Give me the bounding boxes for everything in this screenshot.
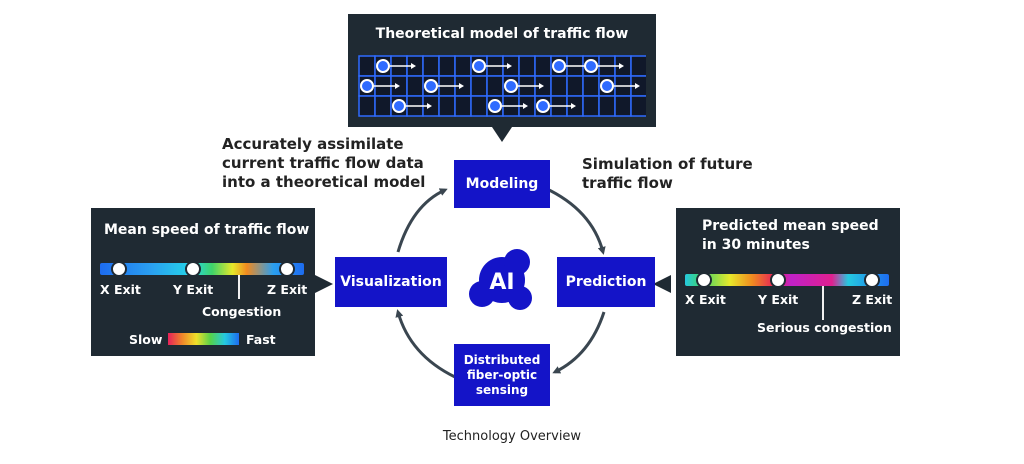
serious-congestion-pointer: [822, 286, 824, 320]
vehicle-dot: [552, 59, 566, 73]
mean-speed-panel: Mean speed of traffic flow X Exit Y Exit…: [91, 208, 315, 356]
assimilate-caption: Accurately assimilate current traffic fl…: [222, 135, 442, 192]
grid-cell: [518, 55, 536, 77]
x-exit-label: X Exit: [100, 282, 141, 297]
traffic-model-panel: Theoretical model of traffic flow: [348, 14, 656, 127]
arrow-prediction-to-sensing: [552, 311, 606, 374]
footer-caption: Technology Overview: [442, 429, 582, 444]
traffic-model-title: Theoretical model of traffic flow: [375, 26, 629, 42]
z-exit-label: Z Exit: [852, 292, 893, 307]
predicted-speed-bar: [685, 274, 889, 286]
vehicle-arrowhead: [571, 103, 576, 109]
grid-cell: [470, 95, 488, 117]
y-exit-label: Y Exit: [758, 292, 799, 307]
vehicle-dot: [488, 99, 502, 113]
grid-cell: [454, 55, 472, 77]
vehicle-arrowhead: [507, 63, 512, 69]
y-exit-label: Y Exit: [173, 282, 214, 297]
grid-cell: [534, 55, 552, 77]
simulation-line-2: traffic flow: [582, 174, 673, 192]
prediction-node: Prediction: [557, 257, 655, 307]
sensing-line-1: Distributed: [463, 352, 541, 367]
grid-cell: [422, 55, 440, 77]
predicted-title-line-1: Predicted mean speed: [702, 218, 879, 234]
grid-cell: [438, 55, 456, 77]
mean-speed-title: Mean speed of traffic flow: [104, 222, 310, 238]
arrow-visualization-to-modeling: [396, 188, 448, 253]
vehicle-dot: [424, 79, 438, 93]
predicted-speed-panel: Predicted mean speed in 30 minutes X Exi…: [676, 208, 900, 356]
right-panel-pointer: [653, 275, 671, 293]
legend-fast-label: Fast: [246, 332, 276, 347]
serious-congestion-label: Serious congestion: [757, 320, 892, 335]
ai-blob-icon: [469, 249, 532, 310]
grid-cell: [614, 95, 632, 117]
grid-cell: [358, 55, 376, 77]
top-panel-pointer: [492, 127, 512, 142]
x-exit-marker: [696, 272, 712, 288]
grid-cell: [630, 55, 646, 77]
left-panel-pointer: [315, 275, 333, 293]
assimilate-line-3: into a theoretical model: [222, 173, 426, 191]
grid-cell: [486, 75, 504, 97]
legend-slow-label: Slow: [129, 332, 163, 347]
vehicle-arrowhead: [459, 83, 464, 89]
traffic-grid: [358, 55, 646, 117]
z-exit-marker: [864, 272, 880, 288]
vehicle-dot: [472, 59, 486, 73]
vehicle-arrowhead: [619, 63, 624, 69]
vehicle-arrowhead: [539, 83, 544, 89]
vehicle-arrowhead: [427, 103, 432, 109]
z-exit-label: Z Exit: [267, 282, 308, 297]
simulation-caption: Simulation of future traffic flow: [582, 155, 782, 193]
assimilate-line-1: Accurately assimilate: [222, 135, 404, 153]
grid-cell: [582, 95, 600, 117]
modeling-node: Modeling: [454, 160, 550, 208]
grid-cell: [358, 95, 376, 117]
sensing-line-3: sensing: [475, 382, 529, 397]
sensing-node: Distributed fiber-optic sensing: [454, 344, 550, 406]
congestion-pointer: [238, 275, 240, 299]
y-exit-marker: [185, 261, 201, 277]
grid-cell: [406, 75, 424, 97]
vehicle-arrowhead: [523, 103, 528, 109]
vehicle-arrowhead: [411, 63, 416, 69]
speed-legend-gradient: [168, 333, 239, 345]
vehicle-dot: [536, 99, 550, 113]
grid-cell: [470, 75, 488, 97]
vehicle-dot: [504, 79, 518, 93]
vehicle-dot: [376, 59, 390, 73]
congestion-label: Congestion: [202, 304, 282, 319]
ai-label: AI: [489, 270, 515, 295]
vehicle-dot: [360, 79, 374, 93]
grid-cell: [582, 75, 600, 97]
sensing-line-2: fiber-optic: [466, 367, 538, 382]
predicted-title-line-2: in 30 minutes: [702, 237, 810, 253]
visualization-node: Visualization: [335, 257, 447, 307]
vehicle-dot: [392, 99, 406, 113]
grid-cell: [550, 75, 568, 97]
grid-cell: [566, 75, 584, 97]
assimilate-line-2: current traffic flow data: [222, 154, 424, 172]
z-exit-marker: [279, 261, 295, 277]
grid-cell: [454, 95, 472, 117]
grid-cell: [598, 95, 616, 117]
vehicle-arrowhead: [635, 83, 640, 89]
arrow-sensing-to-visualization: [395, 309, 456, 379]
grid-cell: [374, 95, 392, 117]
arrow-modeling-to-prediction: [544, 186, 606, 255]
grid-cell: [438, 95, 456, 117]
vehicle-arrowhead: [395, 83, 400, 89]
simulation-line-1: Simulation of future: [582, 155, 753, 173]
x-exit-label: X Exit: [685, 292, 726, 307]
y-exit-marker: [770, 272, 786, 288]
x-exit-marker: [111, 261, 127, 277]
vehicle-dot: [600, 79, 614, 93]
vehicle-dot: [584, 59, 598, 73]
mean-speed-bar: [100, 263, 304, 275]
grid-cell: [630, 95, 646, 117]
